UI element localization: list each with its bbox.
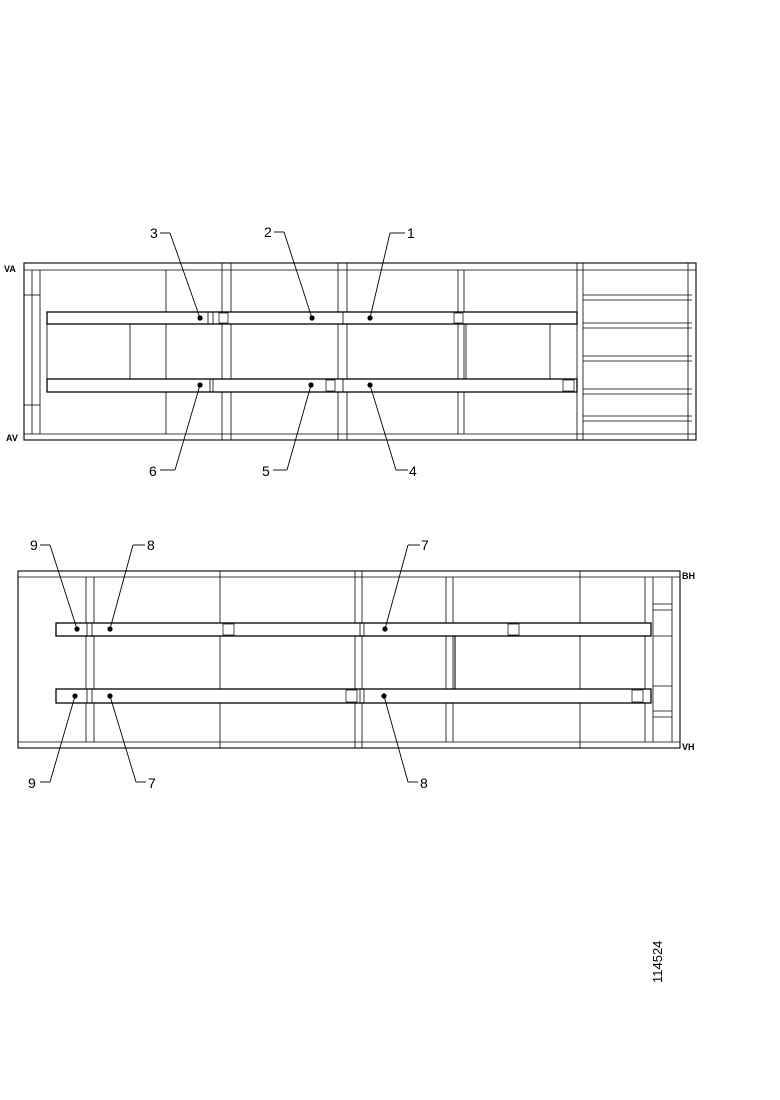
callout-8-bottom: 8 [381,693,428,791]
callout-label: 3 [150,225,158,241]
bottom-view-upper-side-tag: BH [682,571,695,581]
callout-4: 4 [367,382,417,479]
top-view-frame [23,262,697,441]
top-view-upper-side-tag: VA [4,264,16,274]
callout-1: 1 [367,225,415,321]
callout-label: 6 [149,463,157,479]
callout-label: 7 [148,775,156,791]
callout-label: 8 [420,775,428,791]
drawing-number: 114524 [650,941,665,983]
bottom-view-frame [17,570,681,749]
callout-label: 9 [30,537,38,553]
callout-label: 7 [421,537,429,553]
callout-9-top: 9 [30,537,80,632]
callout-5: 5 [262,382,314,479]
callout-label: 9 [28,775,36,791]
callout-9-bottom: 9 [28,693,78,791]
callout-label: 4 [409,463,417,479]
bottom-view-lower-side-tag: VH [682,742,695,752]
callout-label: 5 [262,463,270,479]
callout-6: 6 [149,382,203,479]
callout-label: 8 [147,537,155,553]
top-view-lower-side-tag: AV [6,433,18,443]
callout-7-top: 7 [382,537,429,632]
callout-7-bottom: 7 [107,693,156,791]
callout-8-top: 8 [107,537,155,632]
callout-label: 2 [264,224,272,240]
callout-2: 2 [264,224,315,321]
callout-label: 1 [407,225,415,241]
callout-3: 3 [150,225,203,321]
